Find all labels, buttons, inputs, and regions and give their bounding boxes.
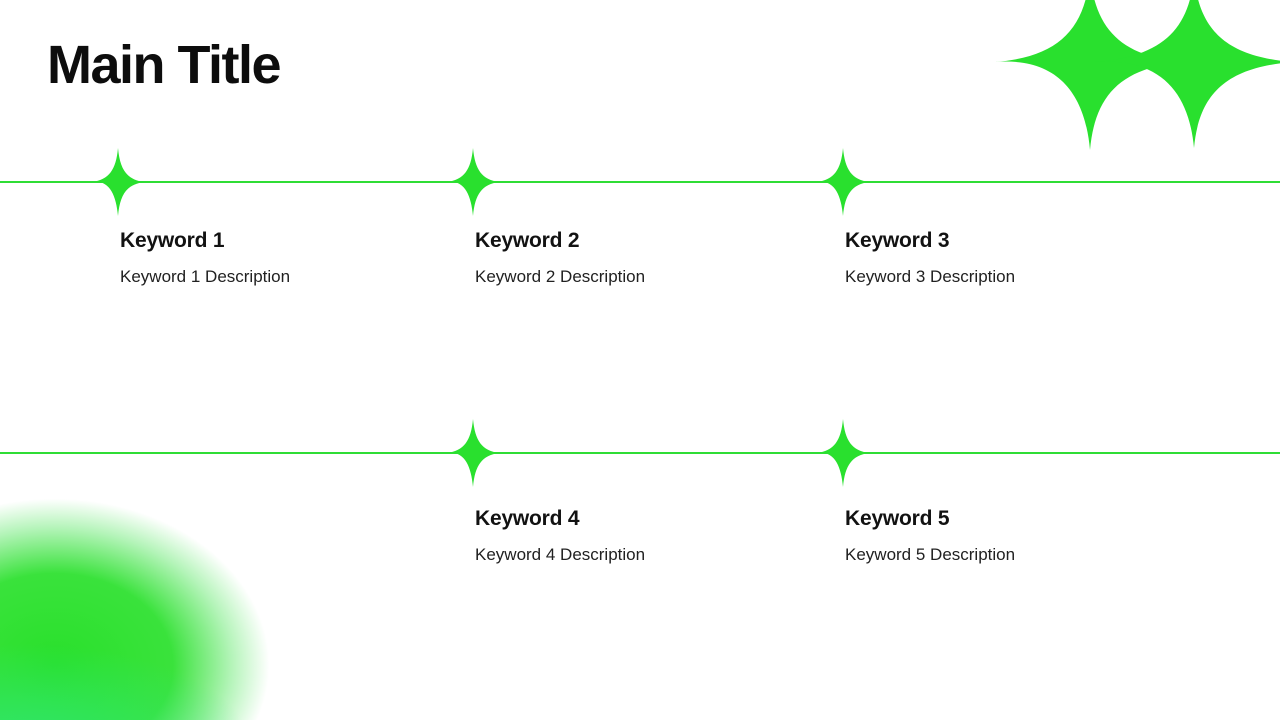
timeline-line-1 [0,181,1280,183]
keyword-item-2: Keyword 2 Keyword 2 Description [475,229,805,287]
sparkle-icon [995,0,1185,150]
keyword-description: Keyword 3 Description [845,267,1016,286]
timeline-line-2 [0,452,1280,454]
keyword-item-5: Keyword 5 Keyword 5 Description [845,507,1175,565]
keyword-item-3: Keyword 3 Keyword 3 Description [845,229,1175,287]
keyword-description: Keyword 2 Description [475,267,646,286]
keyword-title: Keyword 2 [475,229,580,252]
page-title: Main Title [47,35,282,95]
keyword-description: Keyword 5 Description [845,545,1016,564]
keyword-description: Keyword 4 Description [475,545,646,564]
keyword-item-4: Keyword 4 Keyword 4 Description [475,507,805,565]
keyword-item-1: Keyword 1 Keyword 1 Description [120,229,450,287]
keyword-description: Keyword 1 Description [120,267,291,286]
keyword-title: Keyword 4 [475,507,580,530]
keyword-title: Keyword 5 [845,507,950,530]
keyword-title: Keyword 3 [845,229,950,252]
sparkle-cluster-icon [995,0,1280,150]
sparkle-icon [1094,0,1280,148]
keyword-title: Keyword 1 [120,229,225,252]
